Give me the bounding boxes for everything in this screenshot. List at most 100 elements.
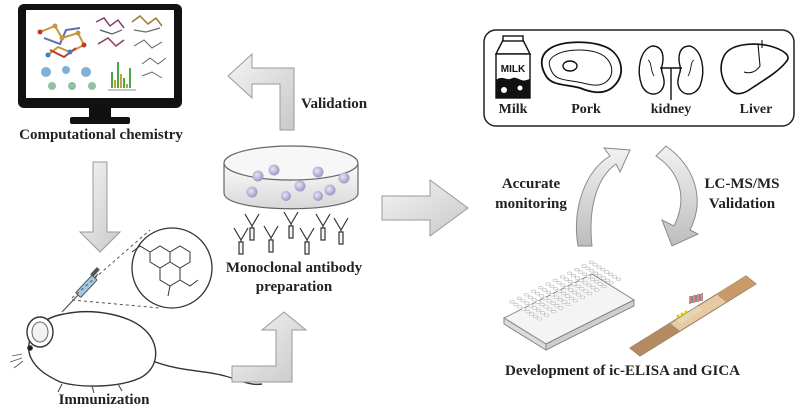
elisa-well — [554, 304, 560, 308]
accurate-monitoring-label: Accurate monitoring — [486, 174, 576, 214]
accurate-line-1: Accurate — [501, 176, 561, 192]
hapten-structure-icon — [71, 227, 213, 309]
elisa-well — [578, 270, 584, 274]
elisa-well — [561, 300, 567, 304]
liver-icon — [720, 40, 789, 95]
elisa-well — [597, 282, 603, 286]
elisa-well — [581, 264, 587, 268]
accurate-monitoring-arrow-icon — [575, 147, 631, 247]
elisa-well — [531, 298, 537, 302]
elisa-well — [587, 292, 593, 296]
elisa-well — [574, 276, 580, 280]
elisa-well — [593, 271, 599, 275]
elisa-well — [556, 281, 562, 285]
elisa-well — [532, 314, 538, 319]
pork-icon — [540, 41, 622, 94]
elisa-well — [517, 305, 523, 309]
development-label: Development of ic-ELISA and GICA — [505, 363, 741, 379]
elisa-well — [578, 278, 584, 283]
elisa-well — [523, 293, 529, 297]
mouse-icon — [9, 311, 263, 394]
lcms-line-1: LC-MS/MS — [704, 176, 780, 192]
elisa-well — [570, 274, 576, 278]
sample-label-liver: Liver — [739, 102, 773, 117]
elisa-well — [560, 283, 566, 287]
elisa-well — [550, 301, 556, 305]
elisa-well — [571, 282, 577, 286]
elisa-well — [568, 296, 574, 301]
elisa-well — [546, 299, 552, 303]
elisa-well — [593, 280, 599, 284]
elisa-well — [535, 300, 541, 304]
elisa-well — [612, 275, 618, 279]
elisa-well — [540, 311, 546, 315]
gica-strip-icon — [629, 275, 757, 357]
elisa-well — [564, 286, 570, 290]
elisa-well — [513, 302, 519, 307]
elisa-well — [542, 296, 548, 301]
elisa-well — [536, 308, 542, 313]
elisa-well — [542, 288, 548, 292]
elisa-plate-icon — [502, 260, 636, 351]
immunization-arrow-icon — [231, 311, 308, 383]
down-arrow-icon — [78, 161, 122, 253]
monoclonal-line-1: Monoclonal antibody — [225, 260, 363, 276]
elisa-well — [608, 281, 614, 285]
elisa-well — [545, 282, 551, 286]
sample-label-pork: Pork — [571, 102, 601, 117]
elisa-well — [538, 294, 544, 298]
elisa-well — [551, 310, 557, 314]
monoclonal-antibody-label: Monoclonal antibody preparation — [224, 259, 364, 297]
computational-chemistry-label: Computational chemistry — [19, 127, 183, 143]
elisa-well — [521, 307, 527, 311]
elisa-well — [576, 293, 582, 297]
elisa-well — [586, 283, 592, 287]
elisa-well — [600, 276, 606, 280]
elisa-well — [572, 290, 578, 295]
elisa-well — [579, 295, 585, 299]
elisa-well — [579, 287, 585, 291]
elisa-well — [572, 299, 578, 303]
elisa-well — [553, 287, 559, 291]
sample-label-milk: Milk — [498, 102, 528, 117]
elisa-well — [567, 271, 573, 275]
elisa-well — [568, 288, 574, 292]
elisa-well — [567, 280, 573, 284]
elisa-well — [539, 302, 545, 307]
elisa-well — [589, 277, 595, 281]
elisa-well — [604, 270, 610, 274]
elisa-well — [543, 313, 549, 317]
elisa-well — [600, 268, 606, 272]
lcms-validation-label: LC-MS/MS Validation — [694, 174, 790, 214]
elisa-well — [601, 284, 607, 289]
milk-carton-text: MILK — [501, 64, 526, 75]
elisa-well — [532, 306, 538, 310]
computer-monitor-icon — [18, 4, 182, 124]
elisa-well — [527, 295, 533, 299]
elisa-well — [565, 302, 571, 307]
elisa-well — [531, 289, 537, 293]
elisa-well — [592, 263, 598, 267]
kidney-icon — [638, 45, 704, 100]
elisa-well — [596, 265, 602, 269]
elisa-well — [604, 278, 610, 283]
elisa-well — [516, 296, 522, 301]
elisa-well — [546, 290, 552, 295]
syringe-icon — [61, 266, 100, 313]
elisa-well — [561, 292, 567, 296]
elisa-well — [583, 289, 589, 293]
elisa-well — [525, 310, 531, 314]
elisa-well — [528, 312, 534, 316]
elisa-well — [559, 275, 565, 279]
elisa-well — [534, 292, 540, 296]
elisa-well — [557, 289, 563, 293]
right-arrow-icon — [381, 179, 469, 237]
immunization-label: Immunization — [58, 392, 150, 408]
elisa-well — [582, 281, 588, 285]
elisa-well — [538, 286, 544, 290]
elisa-well — [574, 268, 580, 272]
elisa-well — [528, 304, 534, 308]
validation-arrow-icon — [227, 52, 295, 131]
antibody-icons — [233, 211, 349, 255]
elisa-well — [594, 288, 600, 292]
